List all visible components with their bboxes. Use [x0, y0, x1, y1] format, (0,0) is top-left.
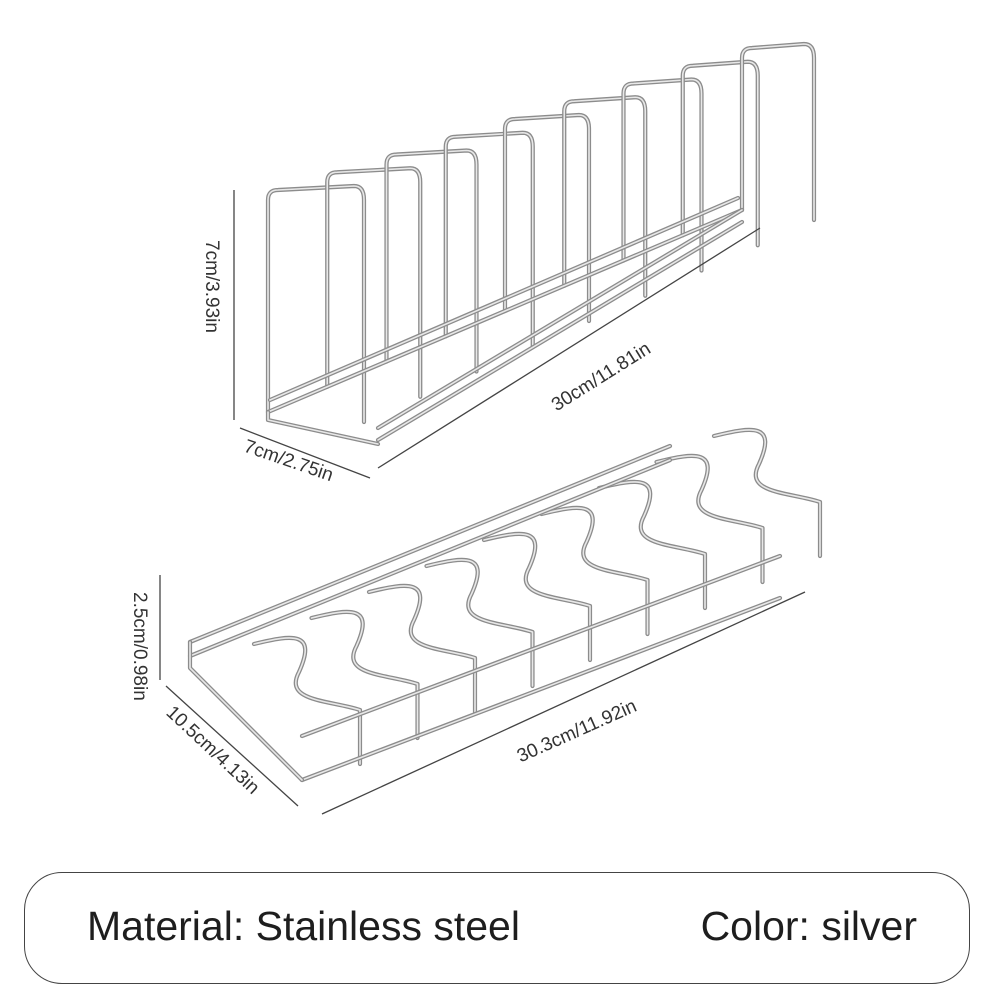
color-label: Color: silver [700, 903, 917, 949]
divider-wire-highlight [622, 78, 703, 272]
wavy-divider-wire-highlight [598, 481, 706, 609]
rack-a-height-label: 7cm/3.93in [201, 240, 222, 333]
divider-wire-highlight [385, 149, 478, 373]
divider-wire-highlight [444, 131, 534, 348]
left-rail-highlight [267, 209, 743, 413]
right-upper-rail-highlight [377, 209, 743, 429]
wavy-divider-wire-highlight [540, 507, 649, 635]
back-lower-rail-highlight [189, 459, 671, 657]
wavy-divider-wire-highlight [713, 429, 821, 557]
divider-wire [502, 112, 592, 324]
front-end-bar [265, 409, 381, 447]
wavy-divider-wire [711, 427, 823, 559]
rack-illustrations [159, 41, 823, 815]
divider-wire-highlight [267, 185, 365, 423]
divider-wire [265, 183, 367, 425]
divider-wire-highlight [741, 43, 815, 221]
divider-wire-highlight [504, 114, 590, 322]
wavy-divider-wire-highlight [310, 611, 419, 739]
product-info-box: Material: Stainless steel Color: silver [24, 872, 970, 984]
rack-a-depth-line [239, 427, 371, 479]
back-top-rail-highlight [189, 445, 671, 643]
divider-wire [384, 148, 479, 374]
wavy-divider-wire [539, 505, 650, 637]
wavy-divider-wire-highlight [483, 533, 591, 661]
rack-b-depth-line [165, 685, 299, 807]
rack-b-height-label: 2.5cm/0.98in [129, 592, 150, 701]
dimension-lines [159, 190, 806, 815]
divider-wire-highlight [681, 60, 759, 247]
rack-a-length-line [377, 227, 761, 469]
divider-wire [443, 130, 535, 349]
wavy-divider-wire-highlight [253, 637, 361, 765]
right-rail-highlight [377, 221, 743, 441]
divider-wire-highlight [326, 167, 422, 398]
upright-divider-rack [265, 41, 817, 447]
wavy-divider-wire-highlight [655, 455, 764, 583]
end-frame-highlight [189, 641, 303, 781]
material-label: Material: Stainless steel [87, 903, 520, 949]
wavy-divider-wire [366, 583, 478, 715]
wavy-divider-wire-highlight [425, 559, 534, 687]
front-bottom-rail-highlight [301, 597, 781, 781]
divider-wire [739, 41, 817, 223]
wavy-divider-wire [654, 453, 765, 585]
left-upper-rail-highlight [269, 197, 739, 401]
wavy-divider-wire [309, 609, 420, 741]
front-end-bar-highlight [267, 411, 379, 445]
rack-b-length-line [321, 591, 806, 815]
front-top-rail-highlight [301, 555, 781, 737]
divider-wire-highlight [563, 96, 647, 297]
low-wavy-rack [187, 427, 823, 783]
divider-wire [325, 166, 423, 399]
wavy-divider-wire [481, 531, 593, 663]
wavy-divider-wire-highlight [368, 585, 476, 713]
